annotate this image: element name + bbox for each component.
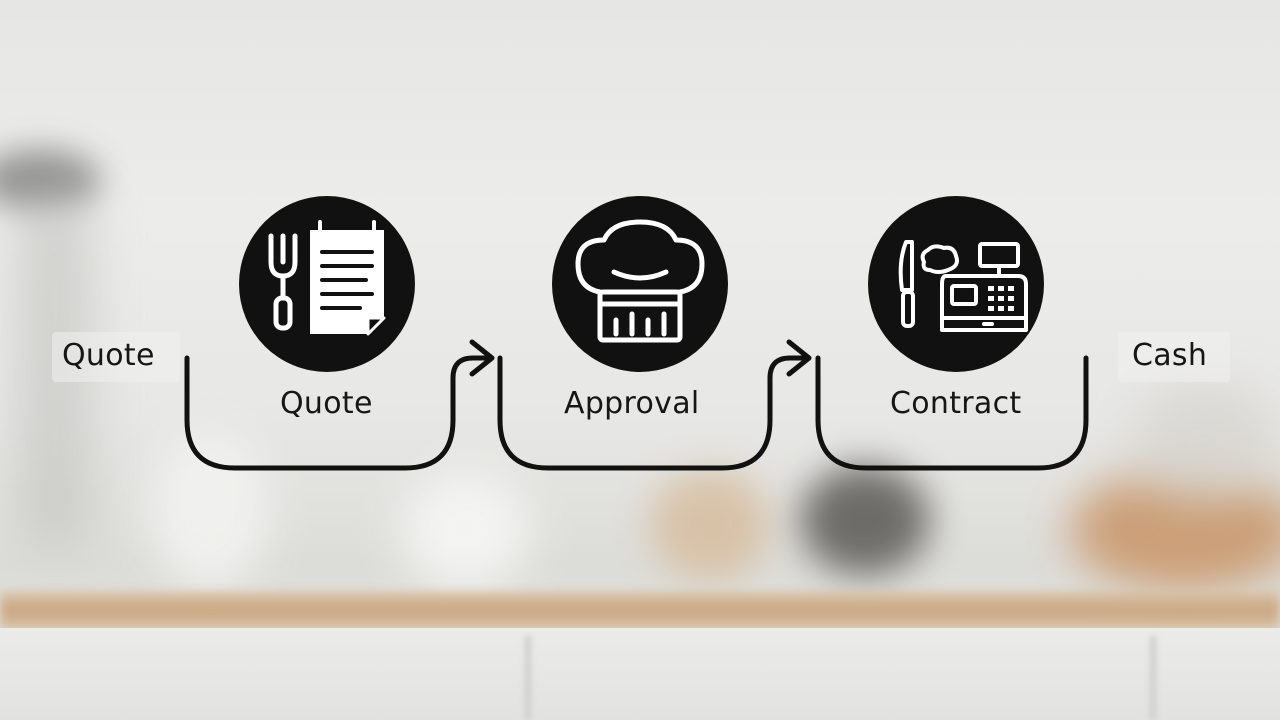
step-label-contract: Contract: [890, 386, 1022, 421]
start-label-backdrop: [52, 332, 180, 382]
background-cabinets: [0, 628, 1280, 720]
step-label-approval: Approval: [564, 386, 700, 421]
flow-connector: [184, 355, 493, 471]
chef-hat-icon: [575, 219, 705, 343]
register-keys: [988, 286, 1014, 311]
fork-icon: [268, 233, 298, 331]
flow-connector: [497, 355, 809, 471]
background-cabinet-gap: [525, 636, 531, 720]
end-label-backdrop: [1118, 332, 1230, 382]
step-label-quote: Quote: [280, 386, 373, 421]
flow-connector: [815, 355, 1089, 471]
knife-icon: [898, 240, 915, 328]
approval-circle: [552, 196, 728, 372]
quote-circle: [239, 196, 415, 372]
background-shape: [800, 465, 930, 575]
arrow-head: [786, 339, 812, 377]
background-shape: [650, 470, 770, 580]
notepad-icon: [310, 220, 386, 336]
cash-register-icon: [920, 242, 1028, 332]
contract-circle: [868, 196, 1044, 372]
background-shape: [1130, 380, 1280, 500]
background-cabinet-gap: [1150, 636, 1156, 720]
start-label: Quote: [62, 338, 155, 373]
end-label: Cash: [1132, 338, 1208, 373]
background-shape: [150, 430, 270, 590]
arrow-head: [469, 339, 495, 377]
background-shape: [400, 470, 530, 590]
background-counter: [0, 592, 1280, 630]
